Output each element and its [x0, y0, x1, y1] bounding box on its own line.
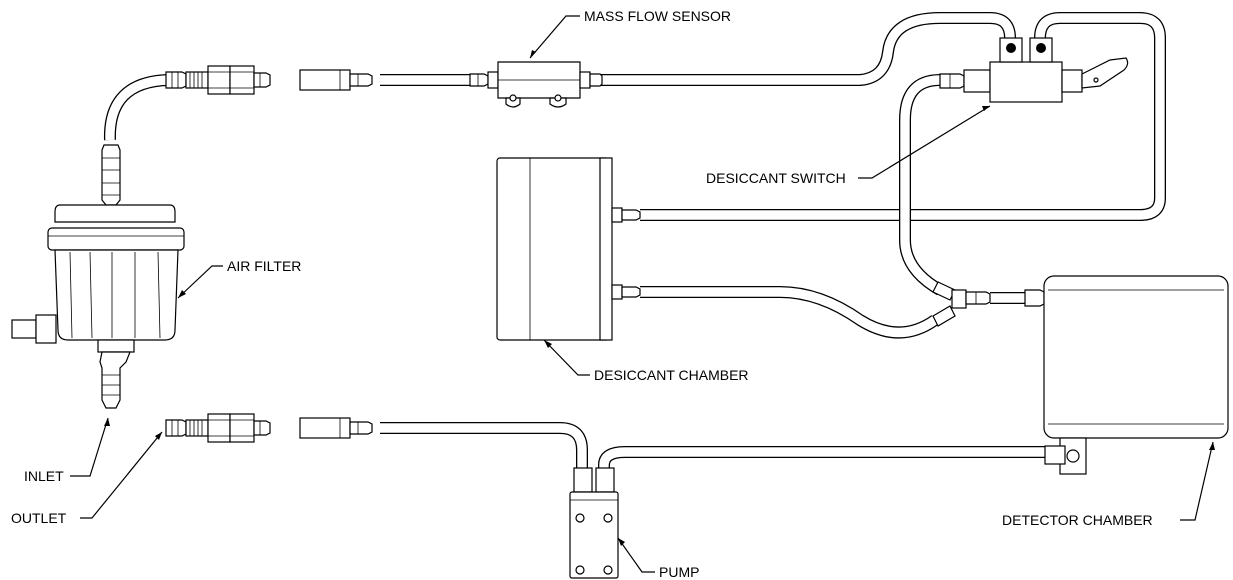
detector-chamber — [1024, 275, 1229, 475]
y-fitting — [932, 281, 991, 327]
label-outlet: OUTLET — [11, 510, 67, 526]
pump — [569, 467, 619, 579]
desiccant-switch — [939, 37, 1129, 103]
desiccant-chamber — [496, 157, 641, 341]
leader-lines — [70, 15, 1215, 573]
label-pump: PUMP — [659, 564, 699, 580]
outlet-fittings — [165, 413, 373, 443]
label-desiccant-chamber: DESICCANT CHAMBER — [594, 367, 749, 383]
label-air-filter: AIR FILTER — [227, 258, 301, 274]
label-mass-flow-sensor: MASS FLOW SENSOR — [584, 8, 731, 24]
label-detector-chamber: DETECTOR CHAMBER — [1002, 512, 1153, 528]
label-inlet: INLET — [24, 468, 64, 484]
labels: MASS FLOW SENSOR DESICCANT SWITCH AIR FI… — [11, 8, 1153, 580]
label-desiccant-switch: DESICCANT SWITCH — [706, 170, 846, 186]
tubing — [103, 12, 1166, 475]
mass-flow-sensor — [469, 61, 603, 108]
air-filter — [11, 144, 185, 409]
inlet-fittings — [165, 65, 373, 95]
